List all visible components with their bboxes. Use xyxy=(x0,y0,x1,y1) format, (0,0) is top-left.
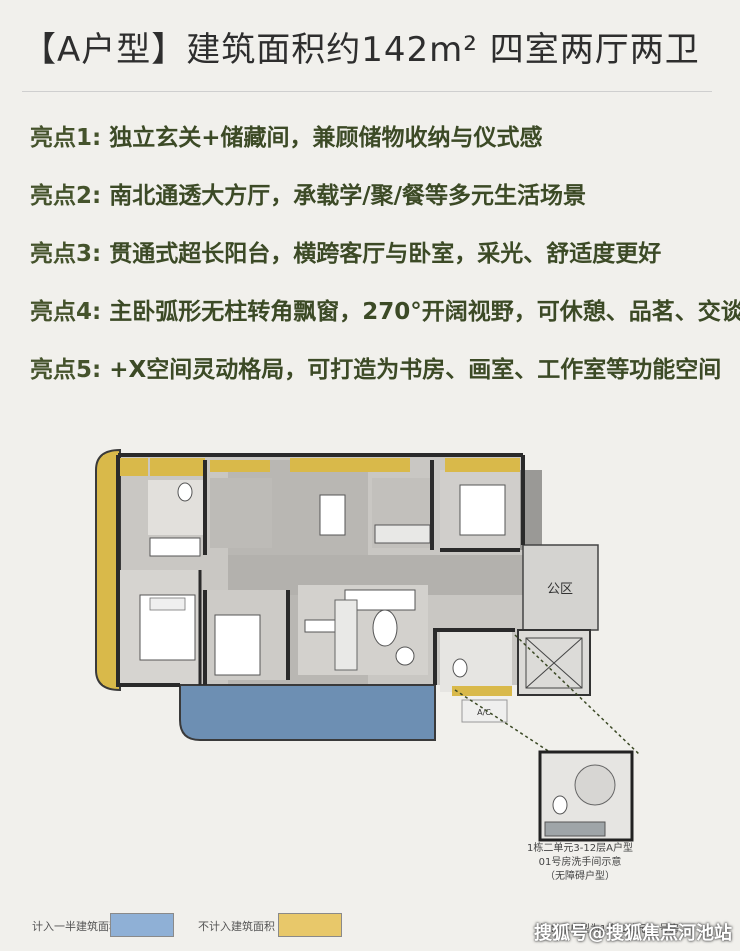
inset-caption-line-3: （无障碍户型） xyxy=(545,871,615,882)
walls xyxy=(116,453,525,687)
bedroom-4-bed xyxy=(459,484,506,536)
inset-shower xyxy=(574,764,616,806)
highlight-key: 亮点3: xyxy=(30,241,102,267)
inset-vanity xyxy=(544,821,606,837)
highlight-key: 亮点5: xyxy=(30,357,102,383)
bathroom-2-planter xyxy=(452,686,512,696)
top-planter-3 xyxy=(210,460,270,472)
elevator-car xyxy=(525,637,583,689)
highlight-item-3: 亮点3: 贯通式超长阳台，横跨客厅与卧室，采光、舒适度更好 xyxy=(30,234,740,292)
toilet-icon xyxy=(177,482,193,502)
legend-excluded-swatch xyxy=(278,913,342,937)
highlight-text: 贯通式超长阳台，横跨客厅与卧室，采光、舒适度更好 xyxy=(109,241,662,267)
kitchen-counter xyxy=(374,524,431,544)
title-divider xyxy=(22,91,712,92)
inset-caption: 1栋二单元3-12层A户型 01号房洗手间示意 （无障碍户型） xyxy=(510,842,650,884)
master-bed-pillow xyxy=(149,597,186,611)
public-area xyxy=(522,544,599,631)
footnote: 注：本户型为1栋二单元01号房 xyxy=(540,924,680,935)
master-bay-floor xyxy=(103,455,120,685)
inset-caption-line-1: 1栋二单元3-12层A户型 xyxy=(527,843,633,854)
highlight-text: 独立玄关+储藏间，兼顾储物收纳与仪式感 xyxy=(109,125,543,151)
balcony xyxy=(179,684,436,741)
study-desk xyxy=(304,619,336,633)
inset-toilet-icon xyxy=(552,795,568,815)
highlight-key: 亮点1: xyxy=(30,125,102,151)
highlight-text: +X空间灵动格局，可打造为书房、画室、工作室等功能空间 xyxy=(109,357,722,383)
highlight-key: 亮点2: xyxy=(30,183,102,209)
legend-half-area-label: 计入一半建筑面积 xyxy=(32,920,120,933)
highlight-item-5: 亮点5: +X空间灵动格局，可打造为书房、画室、工作室等功能空间 xyxy=(30,350,740,408)
top-planter-4 xyxy=(290,458,410,472)
top-planter-5 xyxy=(445,458,520,472)
lounge-chair xyxy=(372,609,398,647)
bedroom-3 xyxy=(210,478,272,548)
elevator-cross-2 xyxy=(525,637,583,689)
callout-line-2 xyxy=(514,634,641,756)
bathroom-1 xyxy=(148,480,203,535)
highlight-item-4: 亮点4: 主卧弧形无柱转角飘窗，270°开阔视野，可休憩、品茗、交谈 xyxy=(30,292,740,350)
callout-line-1 xyxy=(454,689,586,776)
legend-half-area-swatch xyxy=(110,913,174,937)
top-planter-1 xyxy=(118,458,148,476)
bathroom-2 xyxy=(440,630,512,692)
toilet-2-icon xyxy=(452,658,468,678)
highlight-text: 南北通透大方厅，承载学/聚/餐等多元生活场景 xyxy=(109,183,587,209)
highlight-item-1: 亮点1: 独立玄关+储藏间，兼顾储物收纳与仪式感 xyxy=(30,118,740,176)
legend-excluded-label: 不计入建筑面积 xyxy=(198,920,275,933)
right-bay-window xyxy=(520,470,542,550)
highlights-list: 亮点1: 独立玄关+储藏间，兼顾储物收纳与仪式感 亮点2: 南北通透大方厅，承载… xyxy=(30,118,740,408)
highlight-text: 主卧弧形无柱转角飘窗，270°开阔视野，可休憩、品茗、交谈 xyxy=(109,299,740,325)
inset-caption-line-2: 01号房洗手间示意 xyxy=(538,857,622,868)
bathtub xyxy=(149,537,201,557)
bedroom-2-bed xyxy=(214,614,261,676)
bookshelf xyxy=(334,599,358,671)
page-title: 【A户型】建筑面积约142m² 四室两厅两卫 xyxy=(22,30,700,70)
ac-label: A/C xyxy=(477,708,491,717)
floor-plan: 公区 A/C xyxy=(95,448,641,842)
dining-table xyxy=(319,494,346,536)
highlight-key: 亮点4: xyxy=(30,299,102,325)
round-table xyxy=(395,646,415,666)
top-planter-2 xyxy=(150,458,205,476)
public-area-label: 公区 xyxy=(547,582,573,597)
highlight-item-2: 亮点2: 南北通透大方厅，承载学/聚/餐等多元生活场景 xyxy=(30,176,740,234)
watermark: 搜狐号@搜狐焦点河池站 xyxy=(534,923,732,944)
